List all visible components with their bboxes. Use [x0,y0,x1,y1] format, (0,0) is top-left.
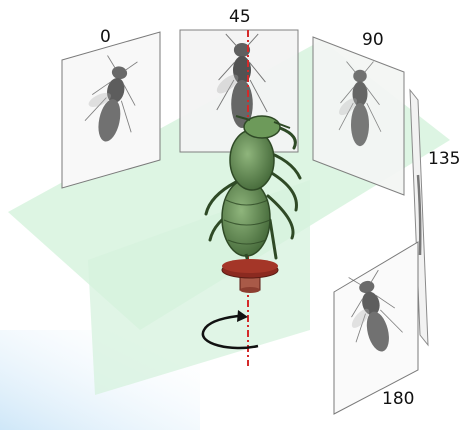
projection-panel-45 [180,30,298,152]
angle-label-180: 180 [382,389,414,409]
angle-label-90: 90 [362,30,384,50]
angle-label-45: 45 [229,7,251,27]
angle-label-0: 0 [100,27,111,47]
angle-label-135: 135 [428,149,460,169]
projection-panel-0 [62,32,160,188]
